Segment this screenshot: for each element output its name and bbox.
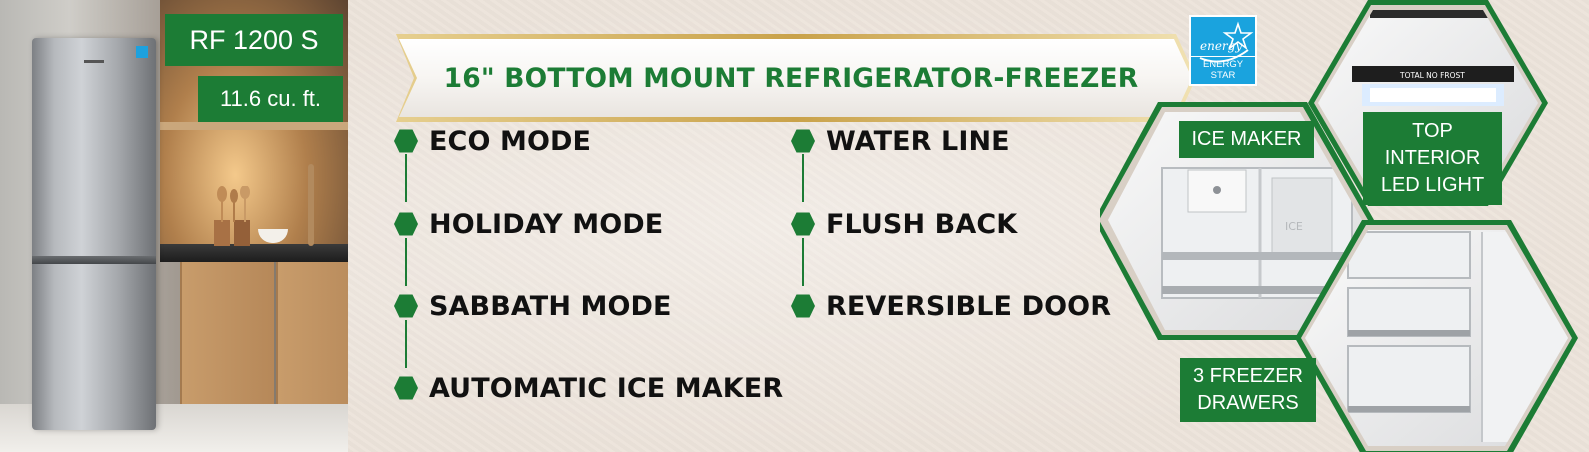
- feature-item: AUTOMATIC ICE MAKER: [393, 368, 783, 408]
- feature-label: ECO MODE: [429, 125, 592, 157]
- fridge-kitchen-photo: [0, 0, 348, 452]
- feature-item: FLUSH BACK: [790, 204, 1017, 244]
- feature-photo-gallery: ICE TOTAL NO FROST: [1100, 0, 1589, 452]
- led-light-label: TOP INTERIOR LED LIGHT: [1363, 112, 1502, 205]
- freezer-drawers-label: 3 FREEZER DRAWERS: [1180, 358, 1316, 422]
- bowl: [258, 229, 288, 243]
- feature-item: ECO MODE: [393, 121, 591, 161]
- feature-item: WATER LINE: [790, 121, 1010, 161]
- panel-text: TOTAL NO FROST: [1399, 71, 1465, 80]
- green-hexagon-icon: [394, 376, 418, 400]
- green-hexagon-icon: [791, 212, 815, 236]
- hexagon-gallery-graphic: ICE TOTAL NO FROST: [1100, 0, 1578, 452]
- green-hexagon-icon: [394, 129, 418, 153]
- kitchen-cabinet: [276, 262, 348, 404]
- model-badge: RF 1200 S: [165, 14, 343, 66]
- capacity-badge: 11.6 cu. ft.: [198, 76, 343, 122]
- feature-label: FLUSH BACK: [826, 208, 1018, 240]
- kitchen-counter: [160, 244, 348, 262]
- bullet-connector: [405, 320, 407, 368]
- feature-item: SABBATH MODE: [393, 286, 672, 326]
- kitchen-cabinet: [180, 262, 274, 404]
- faucet: [308, 164, 314, 246]
- product-title: 16" BOTTOM MOUNT REFRIGERATOR-FREEZER: [443, 62, 1139, 94]
- bullet-connector: [802, 154, 804, 202]
- green-hexagon-icon: [791, 129, 815, 153]
- feature-label: REVERSIBLE DOOR: [826, 290, 1112, 322]
- green-hexagon-icon: [394, 212, 418, 236]
- bullet-connector: [405, 154, 407, 202]
- feature-label: SABBATH MODE: [429, 290, 672, 322]
- energy-star-logo-icon: energy: [1199, 21, 1254, 63]
- feature-item: REVERSIBLE DOOR: [790, 286, 1111, 326]
- utensil-holder-icon: [214, 186, 250, 246]
- green-hexagon-icon: [394, 294, 418, 318]
- energy-star-badge: energy ENERGY STAR: [1189, 15, 1257, 86]
- feature-item: HOLIDAY MODE: [393, 204, 663, 244]
- ice-bin-text: ICE: [1285, 220, 1303, 233]
- feature-label: WATER LINE: [826, 125, 1010, 157]
- bullet-connector: [405, 238, 407, 286]
- bullet-connector: [802, 238, 804, 286]
- fridge-door-gap: [32, 256, 156, 264]
- fridge-brand-mark: [84, 60, 104, 63]
- fridge-energy-sticker: [136, 46, 148, 58]
- green-hexagon-icon: [791, 294, 815, 318]
- feature-label: HOLIDAY MODE: [429, 208, 664, 240]
- energy-star-text: ENERGY STAR: [1191, 56, 1255, 81]
- ice-maker-label: ICE MAKER: [1179, 121, 1314, 158]
- refrigerator-image: [32, 38, 156, 430]
- freezer-drawers-photo: [1305, 230, 1568, 446]
- energy-script-text: energy: [1200, 39, 1242, 53]
- kitchen-shelf: [160, 122, 348, 130]
- feature-label: AUTOMATIC ICE MAKER: [429, 372, 784, 404]
- ribbon-shape: [396, 34, 1196, 122]
- ice-maker-photo: ICE: [1108, 112, 1362, 330]
- title-ribbon: 16" BOTTOM MOUNT REFRIGERATOR-FREEZER: [396, 34, 1196, 122]
